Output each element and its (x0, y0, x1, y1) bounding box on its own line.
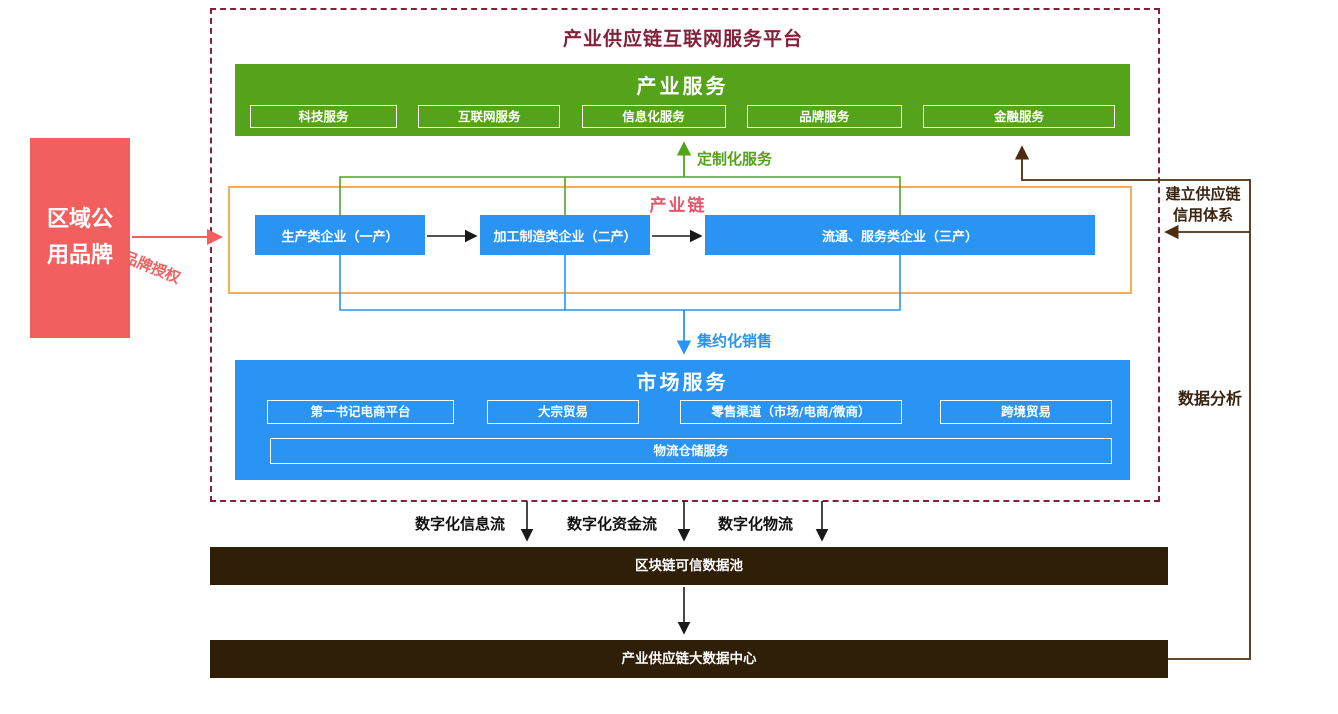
industry-services-bar (235, 64, 1130, 136)
market-item-ecommerce-platform: 第一书记电商平台 (267, 400, 454, 424)
platform-title: 产业供应链互联网服务平台 (562, 28, 803, 50)
service-item-internet: 互联网服务 (418, 105, 561, 128)
credit-system-label: 建立供应链信用体系 (1165, 185, 1241, 224)
service-item-tech: 科技服务 (250, 105, 397, 128)
digital-logistics-flow-label: 数字化物流 (718, 515, 794, 533)
market-item-logistics-warehouse: 物流仓储服务 (270, 438, 1112, 464)
market-item-bulk-trade: 大宗贸易 (487, 400, 639, 424)
blockchain-data-pool-bar: 区块链可信数据池 (210, 547, 1168, 585)
service-item-brand: 品牌服务 (746, 105, 902, 128)
chain-node-production: 生产类企业（一产） (255, 215, 425, 255)
chain-node-processing: 加工制造类企业（二产） (480, 215, 650, 255)
regional-brand-label: 区域公用品牌 (46, 207, 113, 268)
intensive-sales-label: 集约化销售 (697, 332, 773, 350)
customized-service-label: 定制化服务 (697, 150, 773, 168)
industry-services-items: 科技服务 互联网服务 信息化服务 品牌服务 金融服务 (250, 105, 1115, 128)
market-services-bar (235, 360, 1130, 480)
digital-info-flow-label: 数字化信息流 (415, 515, 506, 533)
service-item-finance: 金融服务 (923, 105, 1115, 128)
market-services-title: 市场服务 (636, 370, 729, 394)
market-item-cross-border: 跨境贸易 (940, 400, 1112, 424)
industry-services-title: 产业服务 (636, 74, 729, 98)
service-item-informatization: 信息化服务 (581, 105, 726, 128)
market-item-retail-channels: 零售渠道（市场/电商/微商） (680, 400, 902, 424)
bigdata-center-bar: 产业供应链大数据中心 (210, 640, 1168, 678)
digital-capital-flow-label: 数字化资金流 (567, 515, 658, 533)
data-analysis-label: 数据分析 (1178, 389, 1243, 408)
chain-node-distribution: 流通、服务类企业（三产） (705, 215, 1095, 255)
industry-chain-title: 产业链 (649, 196, 707, 216)
regional-brand-box: 区域公用品牌 (30, 138, 130, 338)
